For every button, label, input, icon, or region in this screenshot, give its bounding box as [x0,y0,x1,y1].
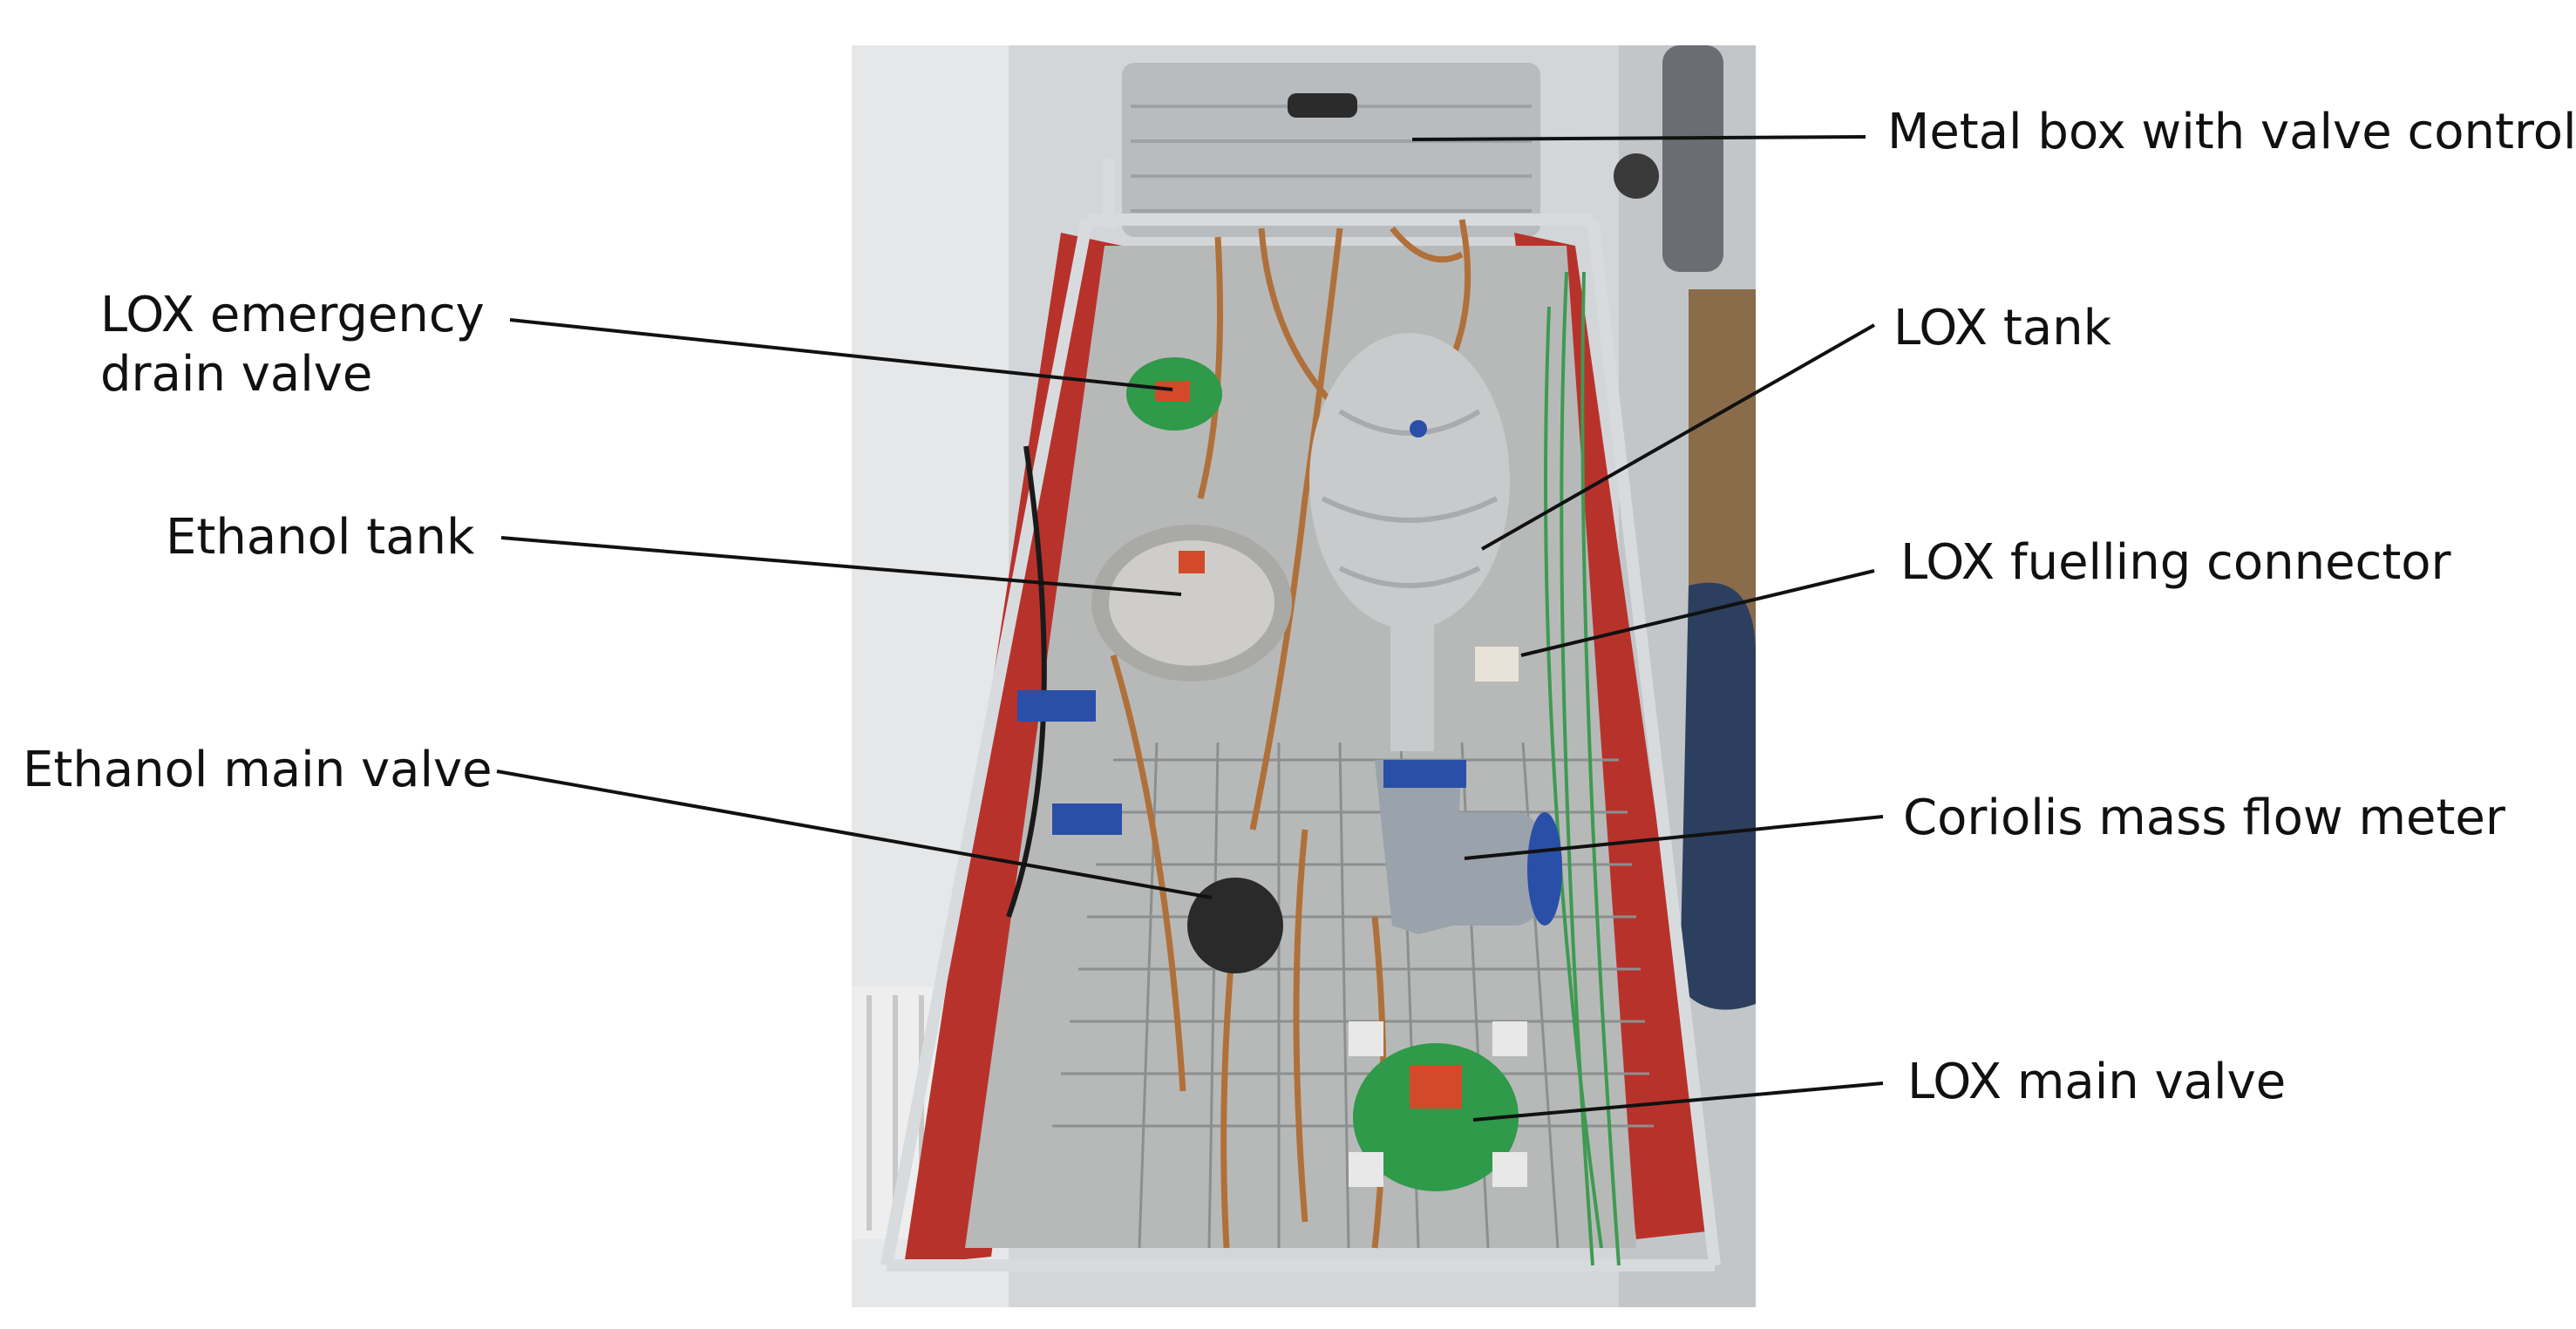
label-coriolis: Coriolis mass flow meter [1903,789,2505,848]
label-lox-emergency-line1: LOX emergency [100,287,485,343]
test-bench-photo [852,45,1756,1307]
label-lox-emergency: LOX emergency drain valve [100,286,485,404]
label-ethanol-main-text: Ethanol main valve [23,742,493,798]
label-ethanol-tank-text: Ethanol tank [166,509,475,566]
label-ethanol-main: Ethanol main valve [23,741,493,800]
label-lox-main-text: LOX main valve [1907,1054,2287,1110]
label-lox-tank: LOX tank [1893,299,2111,358]
label-coriolis-text: Coriolis mass flow meter [1903,790,2505,846]
label-lox-emergency-line2: drain valve [100,346,373,403]
label-lox-tank-text: LOX tank [1893,300,2112,356]
label-lox-fuelling-text: LOX fuelling connector [1900,534,2451,591]
label-metal-box-text: Metal box with valve control [1887,104,2576,160]
label-lox-main: LOX main valve [1907,1053,2286,1112]
label-ethanol-tank: Ethanol tank [166,508,474,567]
label-metal-box: Metal box with valve control [1887,103,2576,162]
label-lox-fuelling: LOX fuelling connector [1900,533,2451,593]
